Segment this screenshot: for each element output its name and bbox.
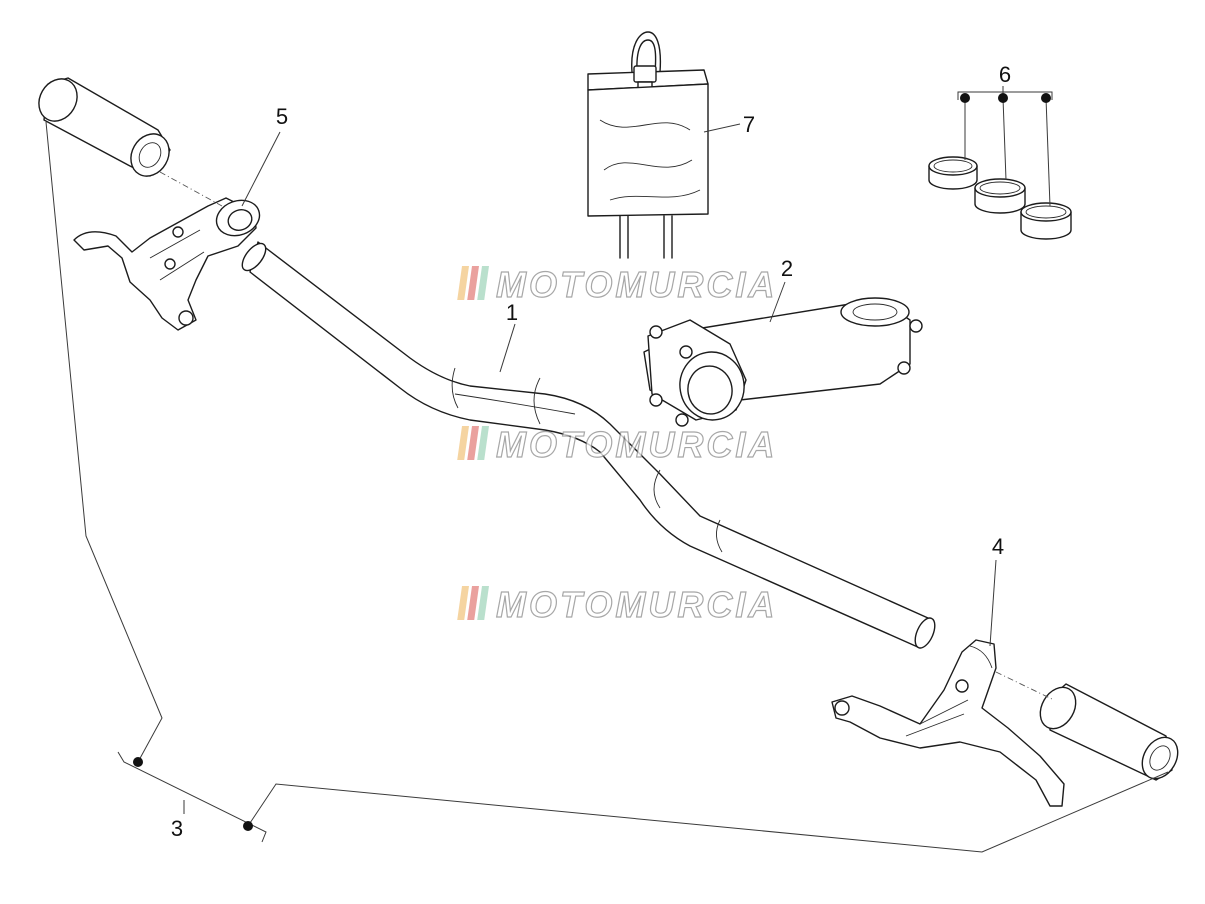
callout-3: 3 xyxy=(171,816,183,841)
bag-part xyxy=(587,31,709,259)
callout-5: 5 xyxy=(276,104,288,129)
watermark-top: MOTOMURCIA xyxy=(457,263,777,306)
spacer-rings-part xyxy=(928,156,1072,240)
watermark-text: MOTOMURCIA xyxy=(496,584,777,625)
right-grip-part xyxy=(1039,683,1179,781)
right-brake-lever-part xyxy=(831,639,1065,807)
handlebar-part xyxy=(241,241,936,649)
leader-lines xyxy=(45,86,1169,853)
left-brake-lever-part xyxy=(73,197,261,331)
left-grip-part xyxy=(38,77,171,177)
callout-6: 6 xyxy=(999,62,1011,87)
watermark-text: MOTOMURCIA xyxy=(496,424,777,465)
callout-7: 7 xyxy=(743,112,755,137)
stem-part xyxy=(643,297,923,427)
callout-2: 2 xyxy=(781,256,793,281)
callout-1: 1 xyxy=(506,300,518,325)
watermark-bottom: MOTOMURCIA xyxy=(457,583,777,626)
watermark-text: MOTOMURCIA xyxy=(496,264,777,305)
bracket-dots xyxy=(133,93,1051,831)
callout-4: 4 xyxy=(992,534,1004,559)
watermark-middle: MOTOMURCIA xyxy=(457,423,777,466)
